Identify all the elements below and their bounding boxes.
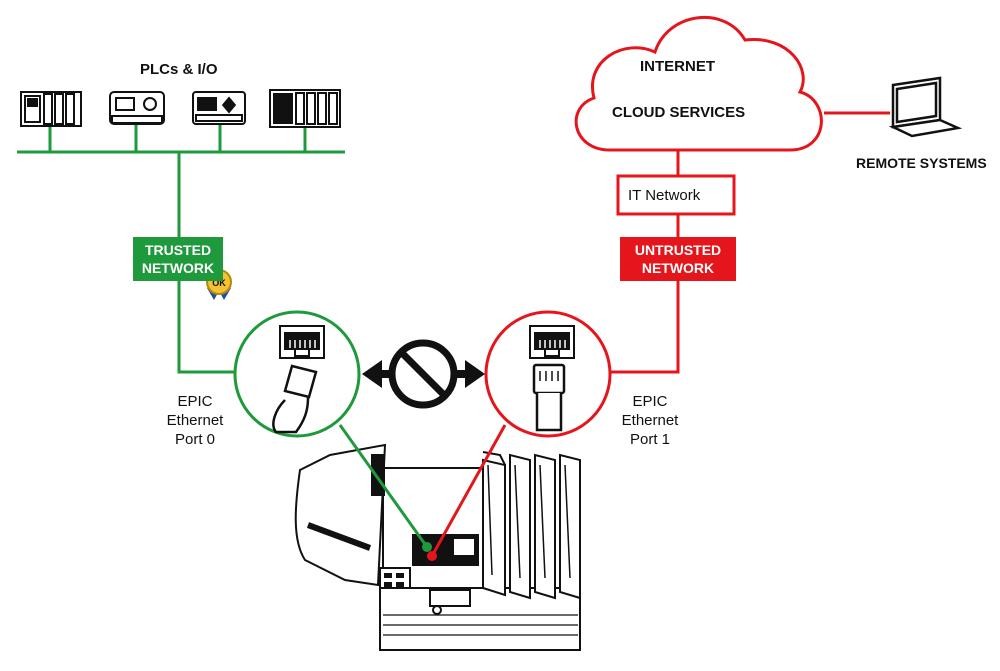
ethernet-jack-icon [529,325,575,359]
port1-connector-line [430,424,507,557]
port0-dot [422,542,432,552]
untrusted-network-badge: UNTRUSTED NETWORK [620,237,736,281]
plc-chassis-icon [269,89,341,128]
port1-line3: Port 1 [629,431,671,448]
port0-line3: Port 0 [174,431,216,448]
trusted-network-bus [17,124,345,374]
svg-text:OK: OK [212,278,226,288]
port0-connector-line [338,424,429,548]
ethernet-plug-icon [272,364,318,434]
port1-label: EPIC Ethernet Port 1 [595,392,705,449]
plc-rack-icon [20,91,82,127]
no-connection-icon [362,339,485,409]
untrusted-line2: NETWORK [641,260,715,276]
port1-line1: EPIC [632,393,668,410]
cloud-label-internet: INTERNET [640,58,715,75]
untrusted-network-lines [610,111,890,374]
untrusted-line1: UNTRUSTED [634,242,722,258]
trusted-line2: NETWORK [141,260,215,276]
port1-line2: Ethernet [621,412,679,429]
ethernet-plug-icon [532,363,566,432]
trusted-line1: TRUSTED [144,242,212,258]
io-module-icon [109,91,165,125]
port0-line2: Ethernet [166,412,224,429]
port1-dot [427,551,437,561]
laptop-icon [888,76,963,138]
it-network-label: IT Network [628,187,701,204]
it-network-box [616,174,736,216]
port1-magnifier [484,310,612,438]
plcs-title: PLCs & I/O [140,61,218,78]
ethernet-jack-icon [279,325,325,359]
hmi-controller-icon [192,91,246,125]
remote-systems-label: REMOTE SYSTEMS [856,155,987,171]
port0-magnifier [233,310,361,438]
port0-line1: EPIC [177,393,213,410]
cloud-label-services: CLOUD SERVICES [612,104,746,121]
trusted-network-badge: TRUSTED NETWORK [133,237,223,281]
epic-controller [294,443,581,651]
cloud-shape [574,15,823,152]
port0-label: EPIC Ethernet Port 0 [140,392,250,449]
